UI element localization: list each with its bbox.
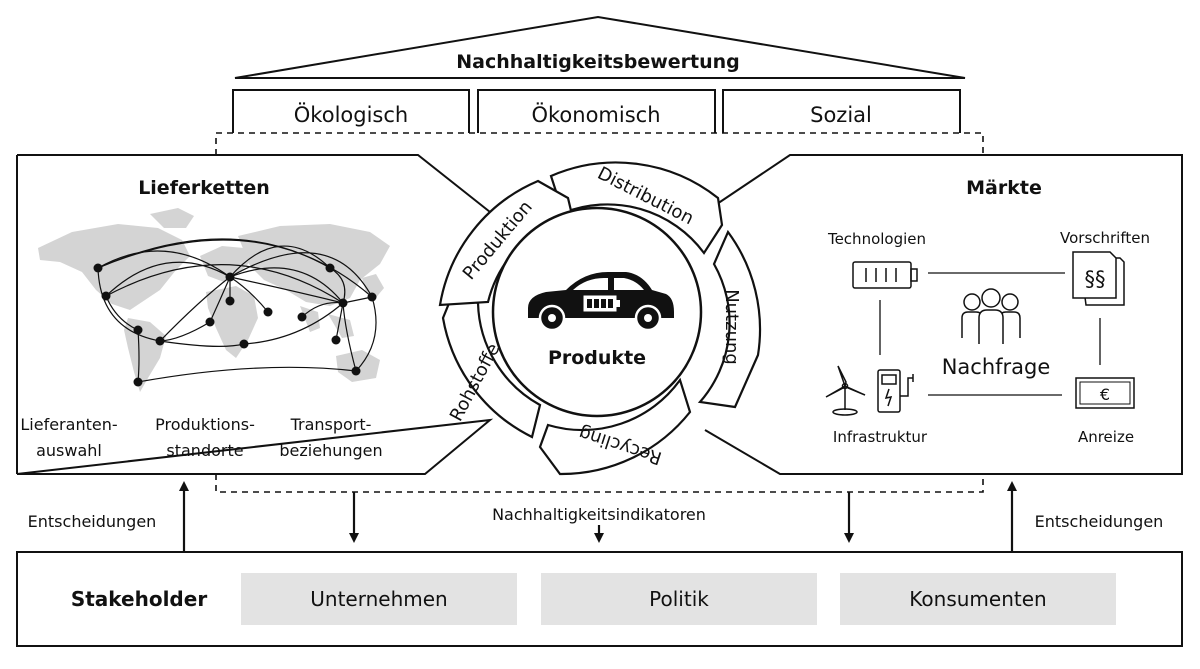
indicator-arrows: [349, 492, 854, 543]
decisions-right-label: Entscheidungen: [1035, 512, 1164, 531]
decision-arrows: [179, 481, 1017, 552]
pillar-ecological: Ökologisch: [232, 89, 470, 133]
indicators-label: Nachhaltigkeitsindikatoren: [492, 505, 706, 524]
label-transport-1: Transport-: [290, 415, 372, 434]
pillar-social: Sozial: [722, 89, 961, 133]
label-supplier-selection-1: Lieferanten-: [20, 415, 117, 434]
label-production-sites-1: Produktions-: [155, 415, 255, 434]
label-supplier-selection-2: auswahl: [36, 441, 102, 460]
markets-panel: [704, 154, 1183, 475]
production-sites: [93, 263, 377, 387]
product-lifecycle: Distribution Nutzung Recycling Rohstoffe…: [438, 161, 762, 476]
supply-chain-labels: Lieferanten- auswahl Produktions- stando…: [20, 415, 382, 460]
pillar-label: Sozial: [810, 103, 872, 127]
supply-chain-title: Lieferketten: [138, 177, 270, 199]
stakeholder-label: Politik: [649, 587, 709, 611]
stakeholder-consumers: Konsumenten: [840, 573, 1116, 625]
charging-station-icon: [877, 369, 914, 413]
infrastructure-label: Infrastruktur: [833, 428, 928, 446]
supply-chain-panel: [16, 154, 494, 475]
car-icon: [528, 272, 674, 332]
wind-turbine-icon: [825, 365, 866, 416]
center-label-products: Produkte: [548, 347, 646, 369]
roof-triangle: [234, 15, 966, 79]
roof-title: Nachhaltigkeitsbewertung: [456, 51, 740, 73]
dashed-bottom-connector: [215, 474, 984, 493]
incentives-label: Anreize: [1078, 428, 1134, 446]
stakeholder-label: Unternehmen: [310, 587, 447, 611]
paragraph-symbol: §§: [1085, 267, 1106, 291]
markets-title: Märkte: [966, 177, 1042, 199]
stakeholder-companies: Unternehmen: [241, 573, 517, 625]
people-icon: [961, 288, 1021, 344]
document-paragraph-icon: §§: [1072, 251, 1125, 306]
regulations-label: Vorschriften: [1060, 229, 1150, 247]
pillar-label: Ökonomisch: [531, 102, 660, 127]
car-battery-icon: [583, 295, 620, 312]
euro-symbol: €: [1100, 385, 1110, 404]
pillar-economic: Ökonomisch: [477, 89, 716, 133]
technologies-label: Technologien: [827, 230, 926, 248]
battery-icon: [852, 261, 918, 289]
stakeholder-title: Stakeholder: [71, 587, 208, 611]
label-production-sites-2: standorte: [166, 441, 243, 460]
cycle-usage: Nutzung: [721, 289, 742, 365]
stakeholder-label: Konsumenten: [909, 587, 1046, 611]
stakeholder-politics: Politik: [541, 573, 817, 625]
banknote-icon: €: [1075, 377, 1135, 409]
pillar-label: Ökologisch: [294, 102, 408, 127]
decisions-left-label: Entscheidungen: [28, 512, 157, 531]
label-transport-2: beziehungen: [279, 441, 382, 460]
markets-network: [879, 272, 1101, 396]
demand-label: Nachfrage: [942, 355, 1051, 379]
dashed-top-connector: [215, 132, 984, 155]
